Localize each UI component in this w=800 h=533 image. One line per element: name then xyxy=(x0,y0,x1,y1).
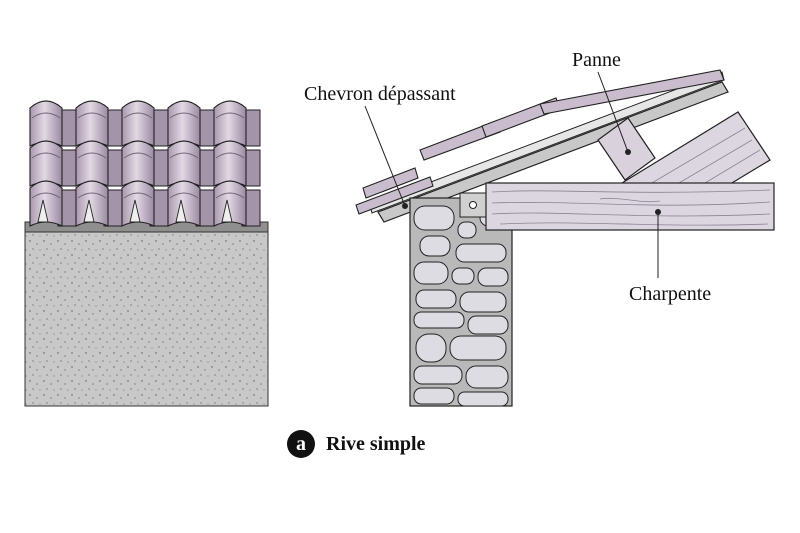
leader-lines xyxy=(364,71,659,278)
roof-tile xyxy=(167,180,215,227)
caption-title: Rive simple xyxy=(326,433,426,455)
tile-cap xyxy=(75,140,109,187)
roof-tile-rows xyxy=(29,100,261,227)
roof-tile xyxy=(75,140,123,187)
roof-tile xyxy=(167,140,215,187)
roof-tile xyxy=(29,140,77,187)
tile-cap-edge xyxy=(31,192,61,199)
stone xyxy=(449,335,507,361)
rafter-chevron xyxy=(377,81,729,223)
label-charpente: Charpente xyxy=(629,283,711,305)
tile-cap xyxy=(121,180,155,227)
section-tile xyxy=(355,176,434,215)
eave-tooth xyxy=(129,199,141,223)
stone xyxy=(413,205,455,231)
tile-cap xyxy=(213,180,247,227)
stone xyxy=(415,333,447,363)
stone xyxy=(419,235,451,257)
tile-cap-edge xyxy=(123,112,153,119)
eave-tooth xyxy=(37,199,49,223)
stone xyxy=(415,289,457,309)
stone xyxy=(467,315,509,335)
tile-cap-edge xyxy=(123,152,153,159)
tile-cap xyxy=(29,140,63,187)
tile-cap xyxy=(75,100,109,147)
tile-cap xyxy=(213,100,247,147)
roof-tile xyxy=(213,180,261,227)
caption: a Rive simple xyxy=(287,430,426,458)
tile-cap xyxy=(121,100,155,147)
roof-tile xyxy=(29,100,77,147)
stone xyxy=(451,267,475,285)
tile-cap-edge xyxy=(77,152,107,159)
tile-cap-edge xyxy=(169,152,199,159)
front-elevation xyxy=(24,100,269,407)
section-tile xyxy=(362,167,419,199)
roof-tile xyxy=(121,180,169,227)
roof-tile xyxy=(213,140,261,187)
stone xyxy=(465,365,509,389)
tile-cap-edge xyxy=(215,152,245,159)
stone xyxy=(457,221,477,239)
tile-cap xyxy=(167,140,201,187)
section-roof-tiles xyxy=(355,69,725,215)
stone xyxy=(413,311,465,329)
tile-cap-edge xyxy=(215,112,245,119)
eave-tooth xyxy=(175,199,187,223)
caption-badge-letter: a xyxy=(296,433,306,455)
roof-tile xyxy=(121,100,169,147)
stone xyxy=(455,243,507,263)
section-tile xyxy=(539,69,725,115)
caption-badge xyxy=(287,430,315,458)
tile-cap-edge xyxy=(169,112,199,119)
stone xyxy=(413,365,463,385)
stone xyxy=(477,267,509,287)
tile-cap-edge xyxy=(31,112,61,119)
tile-cap-edge xyxy=(77,112,107,119)
label-chevron: Chevron dépassant xyxy=(304,83,456,105)
roof-tile xyxy=(75,180,123,227)
roof-tile xyxy=(213,100,261,147)
tile-cap xyxy=(121,140,155,187)
wall-plate-bolt xyxy=(469,201,477,209)
leader-chevron xyxy=(364,105,406,207)
wall-stones xyxy=(413,205,509,407)
cross-section xyxy=(355,69,775,407)
roof-tile xyxy=(167,100,215,147)
roof-tile xyxy=(121,140,169,187)
tile-cap-edge xyxy=(31,152,61,159)
beam-grain xyxy=(491,189,771,226)
leader-panne xyxy=(597,71,629,153)
label-panne: Panne xyxy=(572,49,621,71)
stone xyxy=(459,291,507,313)
tile-cap xyxy=(29,100,63,147)
stone xyxy=(413,387,455,405)
tile-cap-edge xyxy=(123,192,153,199)
eave-tooth xyxy=(221,199,233,223)
tile-cap xyxy=(75,180,109,227)
plaster-wall xyxy=(24,231,269,407)
tile-cap xyxy=(167,180,201,227)
tile-cap-edge xyxy=(169,192,199,199)
stone xyxy=(457,391,509,407)
tile-cap-edge xyxy=(77,192,107,199)
tile-cap xyxy=(167,100,201,147)
tile-cap xyxy=(213,140,247,187)
eave-tooth xyxy=(83,199,95,223)
roof-tile xyxy=(29,180,77,227)
tile-cap-edge xyxy=(215,192,245,199)
tile-cap xyxy=(29,180,63,227)
roof-tile xyxy=(75,100,123,147)
stone xyxy=(413,261,449,285)
